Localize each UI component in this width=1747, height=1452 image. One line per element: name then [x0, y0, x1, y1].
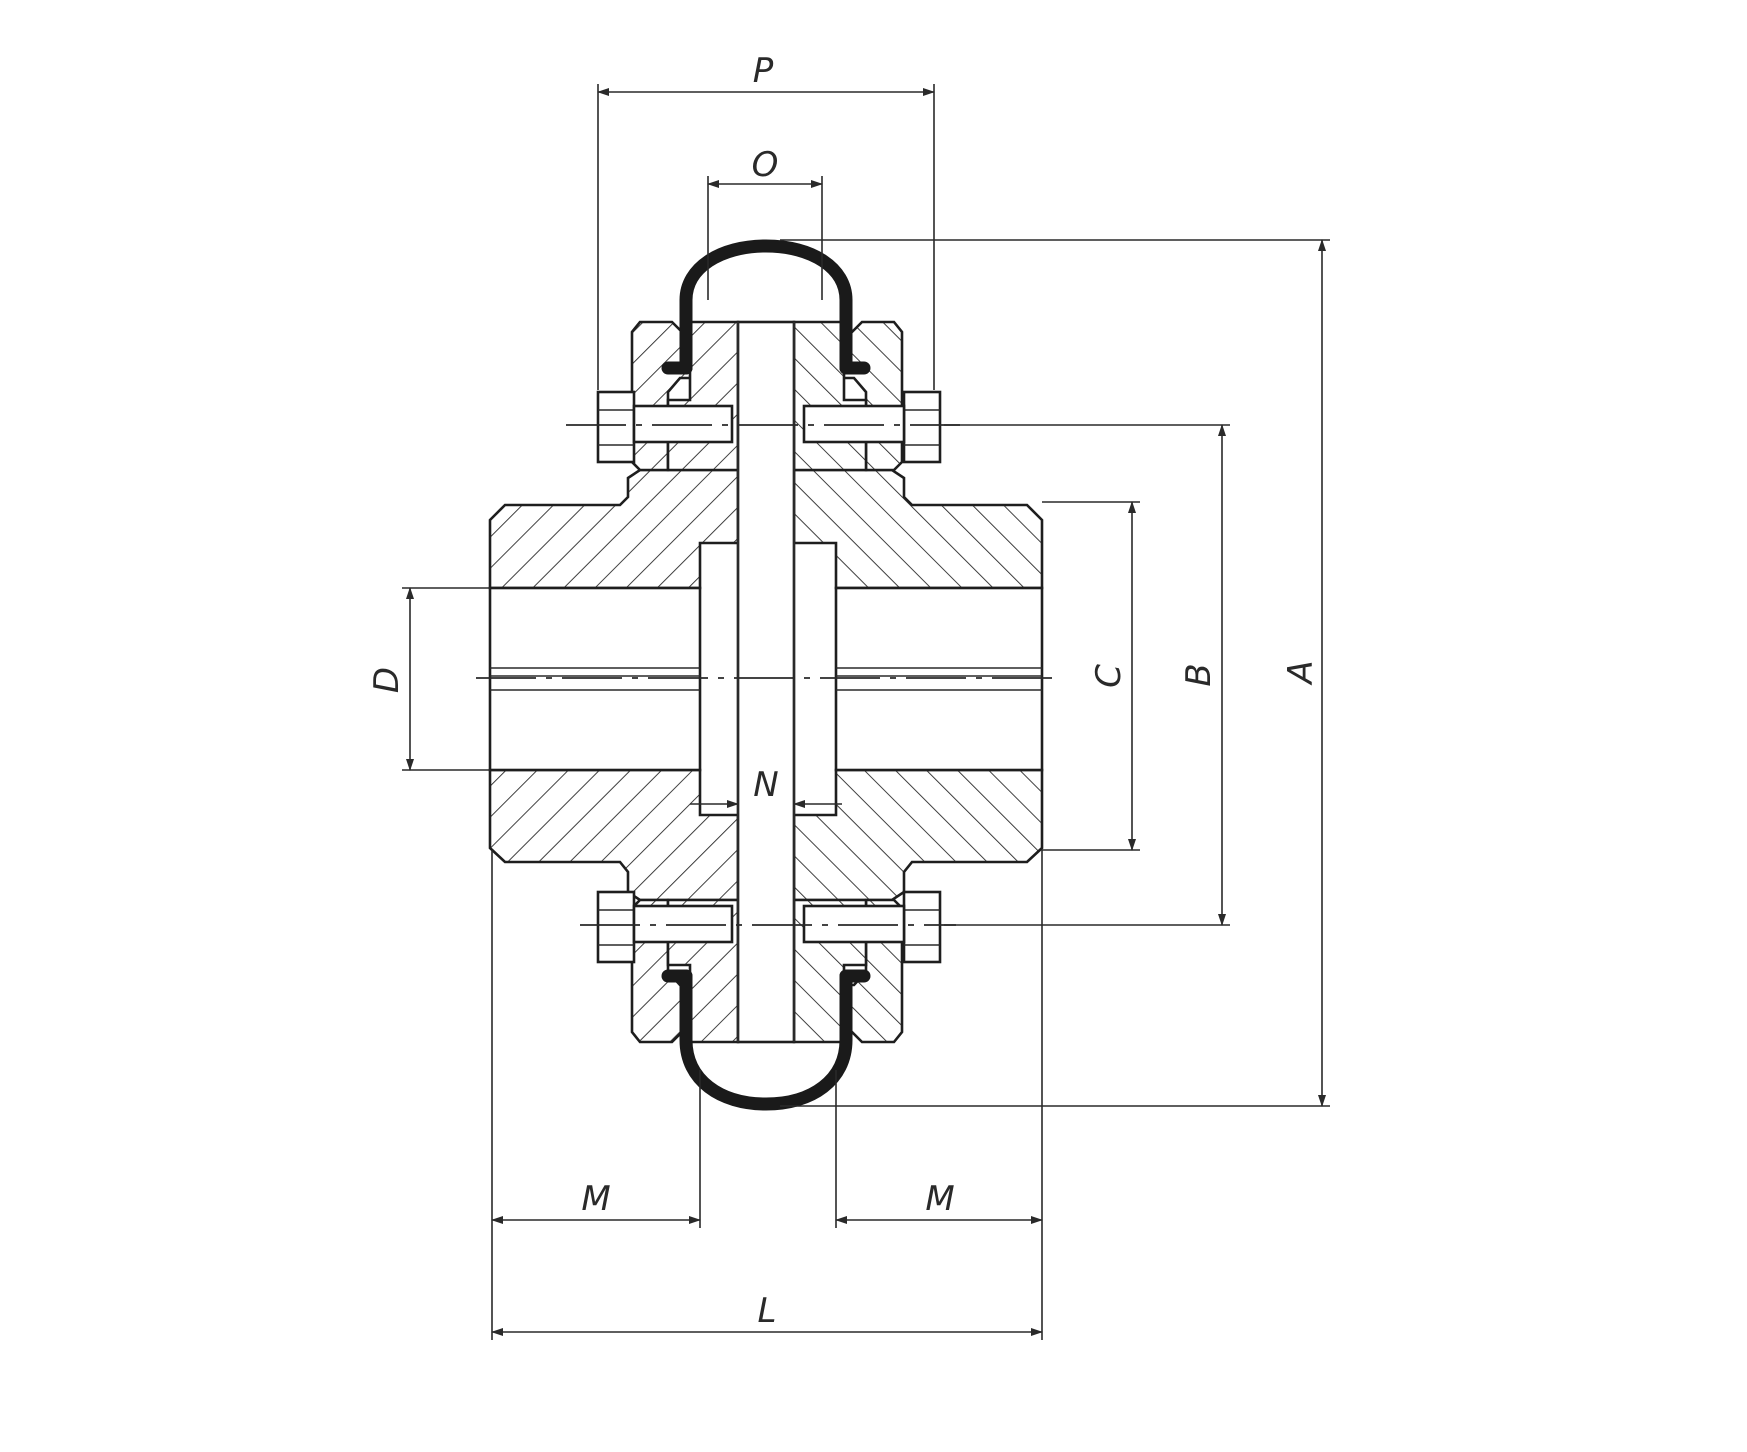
- bolt-head: [596, 890, 636, 964]
- label-B: B: [1179, 663, 1219, 686]
- dimension-D: D: [367, 587, 490, 771]
- label-N: N: [753, 765, 778, 805]
- dimension-L: L: [491, 1291, 1043, 1336]
- right-hub: [792, 468, 1044, 902]
- center-gap-channel: [736, 320, 796, 1044]
- label-L: L: [758, 1291, 777, 1331]
- left-hub-upper-section: [488, 468, 740, 590]
- label-O: O: [752, 145, 779, 185]
- label-M-left: M: [581, 1179, 610, 1219]
- bolt-shank: [802, 404, 906, 444]
- bolt-shank: [632, 904, 734, 944]
- right-hub-upper-section: [792, 468, 1044, 590]
- lower-right-bolt: [802, 890, 942, 964]
- upper-left-bolt: [596, 390, 734, 464]
- bolt-shank: [802, 904, 906, 944]
- dimension-C: C: [1042, 501, 1140, 851]
- label-P: P: [753, 51, 774, 91]
- label-C: C: [1089, 664, 1129, 688]
- dimension-M-left: M: [491, 850, 701, 1340]
- label-D: D: [367, 667, 407, 693]
- dimension-P: P: [597, 51, 935, 390]
- label-A: A: [1281, 660, 1321, 685]
- dimension-A: A: [780, 239, 1330, 1107]
- lower-rubber-tire: [679, 969, 853, 1111]
- right-hub-lower-section: [792, 768, 1044, 902]
- label-M-right: M: [925, 1179, 954, 1219]
- upper-right-bolt: [802, 390, 942, 464]
- dimension-O: O: [707, 145, 823, 300]
- right-hub-bore: [834, 586, 1044, 772]
- left-hub-bore: [488, 586, 702, 772]
- dimension-M-right: M: [835, 850, 1043, 1340]
- bolt-head: [902, 390, 942, 464]
- dimension-N: N: [690, 765, 842, 808]
- upper-rubber-tire: [679, 239, 853, 375]
- lower-left-bolt: [596, 890, 734, 964]
- bolt-head: [902, 890, 942, 964]
- left-hub-lower-section: [488, 768, 740, 902]
- left-hub: [488, 468, 740, 902]
- bolt-shank: [632, 404, 734, 444]
- dimension-B: B: [944, 424, 1230, 926]
- bolt-head: [596, 390, 636, 464]
